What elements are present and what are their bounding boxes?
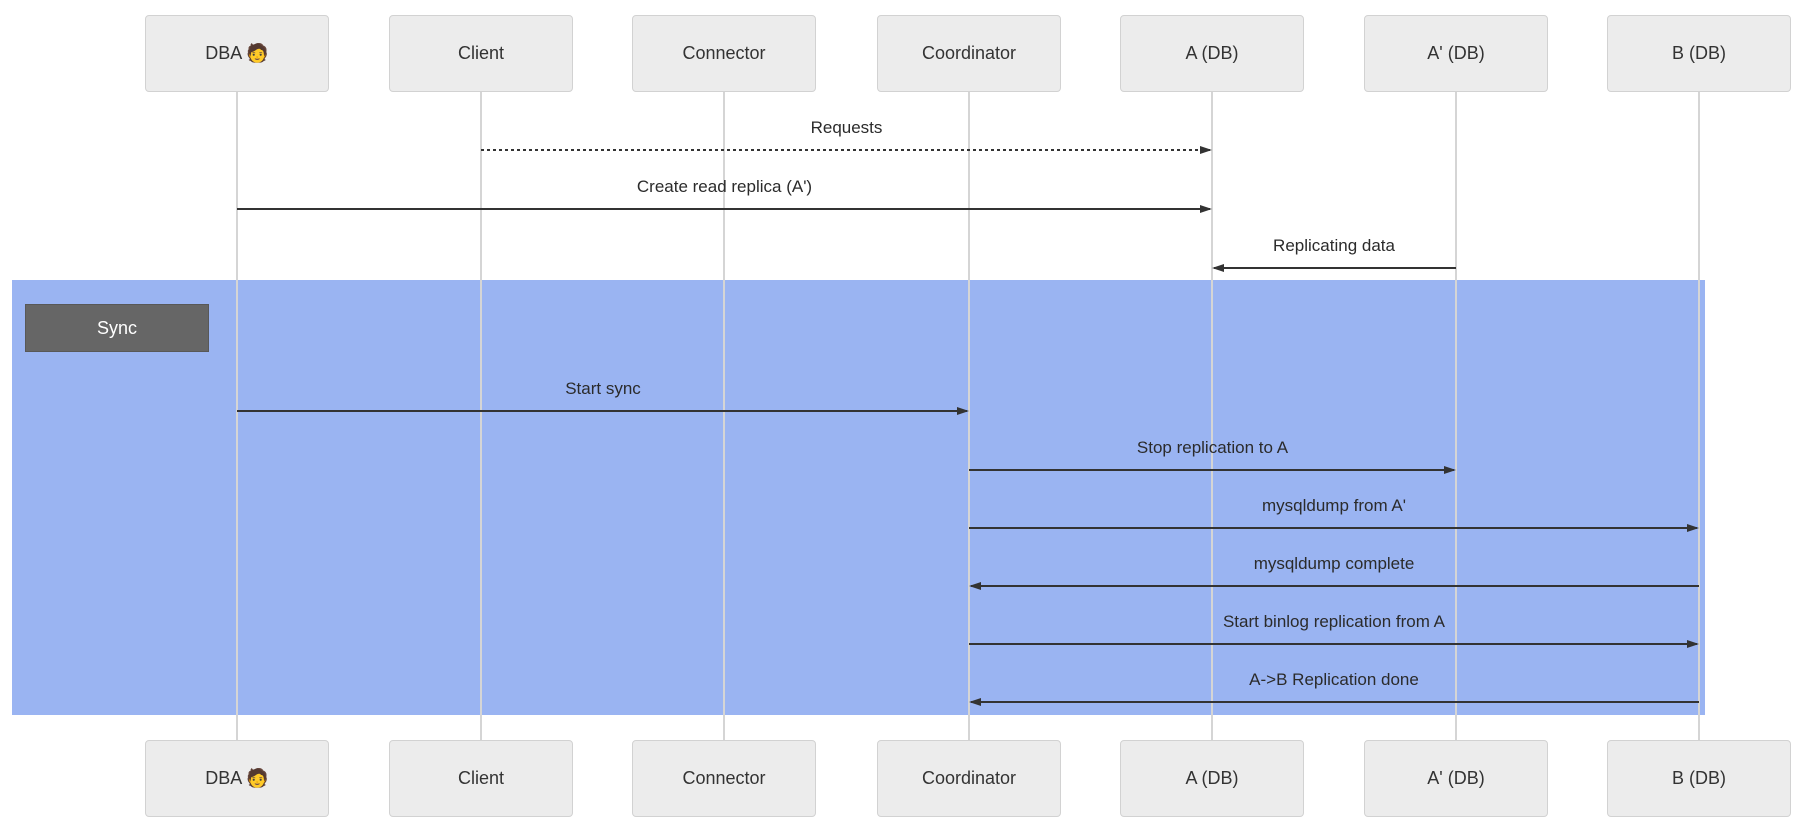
sync-fragment-rect [12, 280, 1705, 715]
actor-connector-top: Connector [632, 15, 816, 92]
actor-connector-bottom: Connector [632, 740, 816, 817]
actor-coordinator-top: Coordinator [877, 15, 1061, 92]
actor-client-top: Client [389, 15, 573, 92]
actor-a_prime-bottom: A' (DB) [1364, 740, 1548, 817]
actor-coordinator-bottom: Coordinator [877, 740, 1061, 817]
message-label-4: Stop replication to A [1136, 438, 1289, 457]
message-label-2: Replicating data [1273, 236, 1395, 255]
message-label-8: A->B Replication done [1249, 670, 1419, 689]
lifeline-coordinator [968, 92, 970, 740]
lifeline-b [1698, 92, 1700, 740]
message-label-6: mysqldump complete [1253, 554, 1415, 573]
actor-dba-top: DBA 🧑 [145, 15, 329, 92]
lifeline-client [480, 92, 482, 740]
message-label-0: Requests [810, 118, 883, 137]
actor-a_prime-top: A' (DB) [1364, 15, 1548, 92]
sync-fragment-label: Sync [25, 304, 209, 352]
message-label-3: Start sync [565, 379, 641, 398]
message-label-7: Start binlog replication from A [1222, 612, 1446, 631]
actor-a-bottom: A (DB) [1120, 740, 1304, 817]
lifeline-a_prime [1455, 92, 1457, 740]
lifeline-a [1211, 92, 1213, 740]
message-label-1: Create read replica (A') [636, 177, 813, 196]
actor-client-bottom: Client [389, 740, 573, 817]
actor-dba-bottom: DBA 🧑 [145, 740, 329, 817]
actor-b-top: B (DB) [1607, 15, 1791, 92]
message-label-5: mysqldump from A' [1261, 496, 1407, 515]
lifeline-connector [723, 92, 725, 740]
lifeline-dba [236, 92, 238, 740]
actor-a-top: A (DB) [1120, 15, 1304, 92]
actor-b-bottom: B (DB) [1607, 740, 1791, 817]
